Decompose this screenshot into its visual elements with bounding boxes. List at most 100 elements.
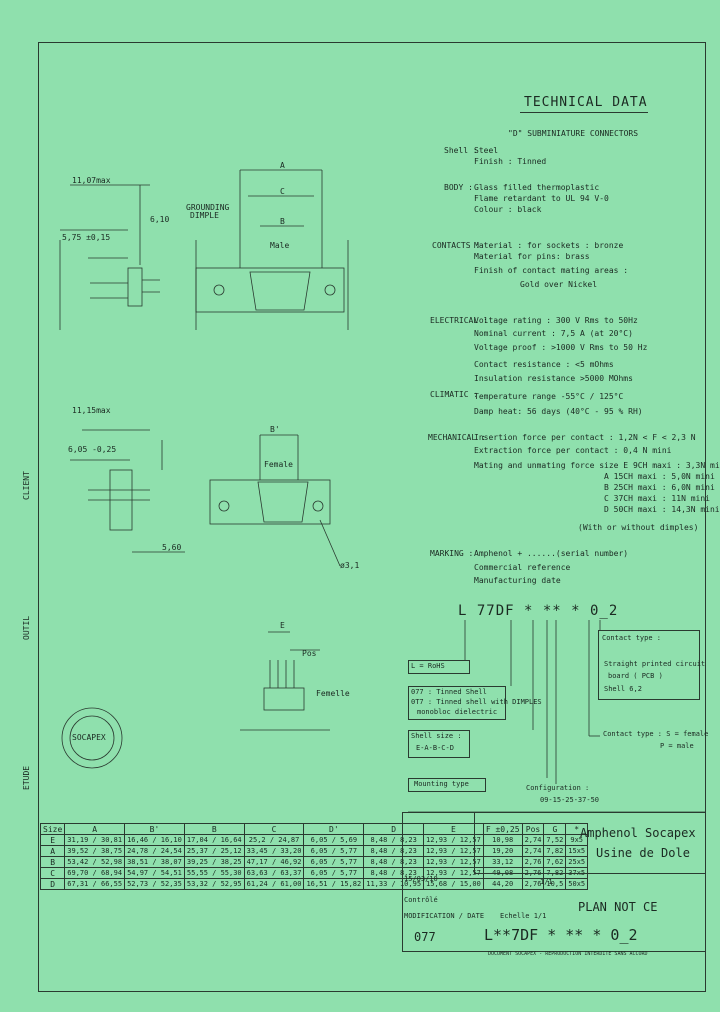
spec-mechanical-line: Mating and unmating force size E 9CH max…: [474, 461, 720, 470]
contact-type-box: [598, 630, 700, 700]
contact-type-title: Contact type :: [602, 634, 662, 642]
spec-mechanical-line: B 25CH maxi : 6,0N mini: [604, 483, 715, 492]
table-cell: 47,17 / 46,92: [243, 856, 305, 868]
spec-mechanical-line: Extraction force per contact : 0,4 N min…: [474, 446, 672, 455]
spec-contacts-label: CONTACTS :: [432, 241, 481, 250]
spec-marking-line: Manufacturing date: [474, 576, 561, 585]
table-cell: 6,05 / 5,77: [303, 845, 365, 857]
mounting-box: [408, 778, 486, 792]
shell-option-line: 0T7 : Tinned shell with DIMPLES: [411, 698, 542, 706]
table-cell: 6,05 / 5,77: [303, 867, 365, 879]
company-name: Amphenol Socapex: [580, 826, 696, 840]
spec-contacts-line: Finish of contact mating areas :: [474, 266, 629, 275]
shell-option-line: monobloc dielectric: [417, 708, 498, 716]
rohs-box: [408, 660, 470, 674]
table-cell: 52,73 / 52,35: [124, 878, 185, 890]
spec-electrical-line: Voltage proof : >1000 V Rms to 50 Hz: [474, 343, 648, 352]
table-size-cell: B: [39, 856, 66, 868]
table-cell: 33,45 / 33,20: [243, 845, 305, 857]
document-subtitle: "D" SUBMINIATURE CONNECTORS: [508, 129, 639, 138]
table-cell: 17,04 / 16,64: [183, 834, 245, 846]
margin-client: CLIENT: [22, 471, 31, 500]
spec-body-line: Colour : black: [474, 205, 542, 214]
gender-label: P = male: [660, 742, 694, 750]
date-field: 15/03/10: [404, 875, 438, 883]
table-size-cell: E: [39, 834, 66, 846]
table-header-cell: *: [565, 823, 589, 835]
table-cell: 6,05 / 5,77: [303, 856, 365, 868]
spec-contacts-line: Gold over Nickel: [520, 280, 598, 289]
table-cell: 31,19 / 30,81: [64, 834, 126, 846]
contact-type-line: Shell 6,2: [604, 685, 642, 693]
table-cell: 67,31 / 66,55: [64, 878, 126, 890]
sheet-field: 1/1: [540, 878, 553, 886]
configuration-values: 09-15-25-37-50: [540, 796, 600, 804]
spec-marking-line: Amphenol + ......(serial number): [474, 549, 629, 558]
table-cell: 44,20: [482, 878, 523, 890]
table-cell: 6,05 / 5,69: [303, 834, 365, 846]
table-cell: 24,78 / 24,54: [124, 845, 185, 857]
spec-contacts-line: Material for pins: brass: [474, 252, 590, 261]
table-header-cell: D': [303, 823, 365, 835]
spec-contacts-line: Material : for sockets : bronze: [474, 241, 624, 250]
table-cell: 54,97 / 54,51: [124, 867, 185, 879]
spec-body-line: Flame retardant to UL 94 V-0: [474, 194, 609, 203]
table-size-cell: C: [39, 867, 66, 879]
rohs-label: L = RoHS: [411, 662, 445, 670]
table-cell: 16,46 / 16,10: [124, 834, 185, 846]
table-header-cell: A: [64, 823, 126, 835]
table-cell: 25,2 / 24,87: [243, 834, 305, 846]
spec-electrical-line: Voltage rating : 300 V Rms to 50Hz: [474, 316, 638, 325]
spec-electrical-label: ELECTRICAL :: [430, 316, 488, 325]
table-cell: 69,70 / 68,94: [64, 867, 126, 879]
spec-mechanical-line: D 50CH maxi : 14,3N mini: [604, 505, 720, 514]
spec-climatic-line: Damp heat: 56 days (40°C - 95 % RH): [474, 407, 643, 416]
table-cell: 53,42 / 52,98: [64, 856, 126, 868]
spec-climatic-label: CLIMATIC :: [430, 390, 479, 399]
shell-option-box: [408, 686, 506, 720]
table-size-cell: D: [39, 878, 66, 890]
margin-etude: ETUDE: [22, 765, 31, 790]
table-cell: 38,51 / 38,07: [124, 856, 185, 868]
table-cell: 39,25 / 38,25: [183, 856, 245, 868]
shell-size-box: [408, 730, 470, 758]
table-cell: 63,63 / 63,37: [243, 867, 305, 879]
document-title: TECHNICAL DATA: [524, 95, 648, 110]
table-cell: 61,24 / 61,00: [243, 878, 305, 890]
spec-shell-label: Shell :: [444, 146, 478, 155]
table-cell: 50x5: [565, 878, 589, 890]
table-size-cell: A: [39, 845, 66, 857]
spec-marking-label: MARKING :: [430, 549, 474, 558]
configuration-label: Configuration :: [526, 784, 590, 792]
table-cell: 53,32 / 52,95: [183, 878, 245, 890]
checked-field: Contrôlé: [404, 896, 438, 904]
table-cell: 16,51 / 15,82: [303, 878, 365, 890]
spec-body-line: Glass filled thermoplastic: [474, 183, 600, 192]
spec-electrical-line: Nominal current : 7,5 A (at 20°C): [474, 329, 633, 338]
spec-marking-line: Commercial reference: [474, 563, 571, 572]
part-code: L 77DF * ** * 0_2: [458, 603, 619, 619]
table-header-cell: B': [124, 823, 185, 835]
modification-field: MODIFICATION / DATE: [404, 912, 485, 920]
company-site: Usine de Dole: [596, 846, 690, 860]
table-cell: 39,52 / 38,75: [64, 845, 126, 857]
mounting-label: Mounting type: [414, 780, 469, 788]
contact-type-line: board ( PCB ): [608, 672, 663, 680]
spec-mechanical-line: A 15CH maxi : 5,0N mini: [604, 472, 715, 481]
title-underline: [520, 112, 648, 113]
spec-mechanical-line: Insertion force per contact : 1,2N < F <…: [474, 433, 696, 442]
drawing-frame: [38, 42, 706, 992]
spec-mechanical-line: (With or without dimples): [578, 523, 699, 532]
spec-electrical-line: Insulation resistance >5000 MOhms: [474, 374, 633, 383]
shell-size-label: Shell size :: [411, 732, 462, 740]
footer-note: DOCUMENT SOCAPEX - REPRODUCTION INTERDIT…: [488, 951, 648, 957]
gender-label: Contact type : S = female: [603, 730, 709, 738]
spec-climatic-line: Temperature range -55°C / 125°C: [474, 392, 624, 401]
contact-type-line: Straight printed circuit: [604, 660, 706, 668]
spec-mechanical-line: C 37CH maxi : 11N mini: [604, 494, 710, 503]
company-box: [474, 812, 706, 874]
table-cell: 55,55 / 55,30: [183, 867, 245, 879]
document-type: PLAN NOT CE: [578, 900, 658, 914]
